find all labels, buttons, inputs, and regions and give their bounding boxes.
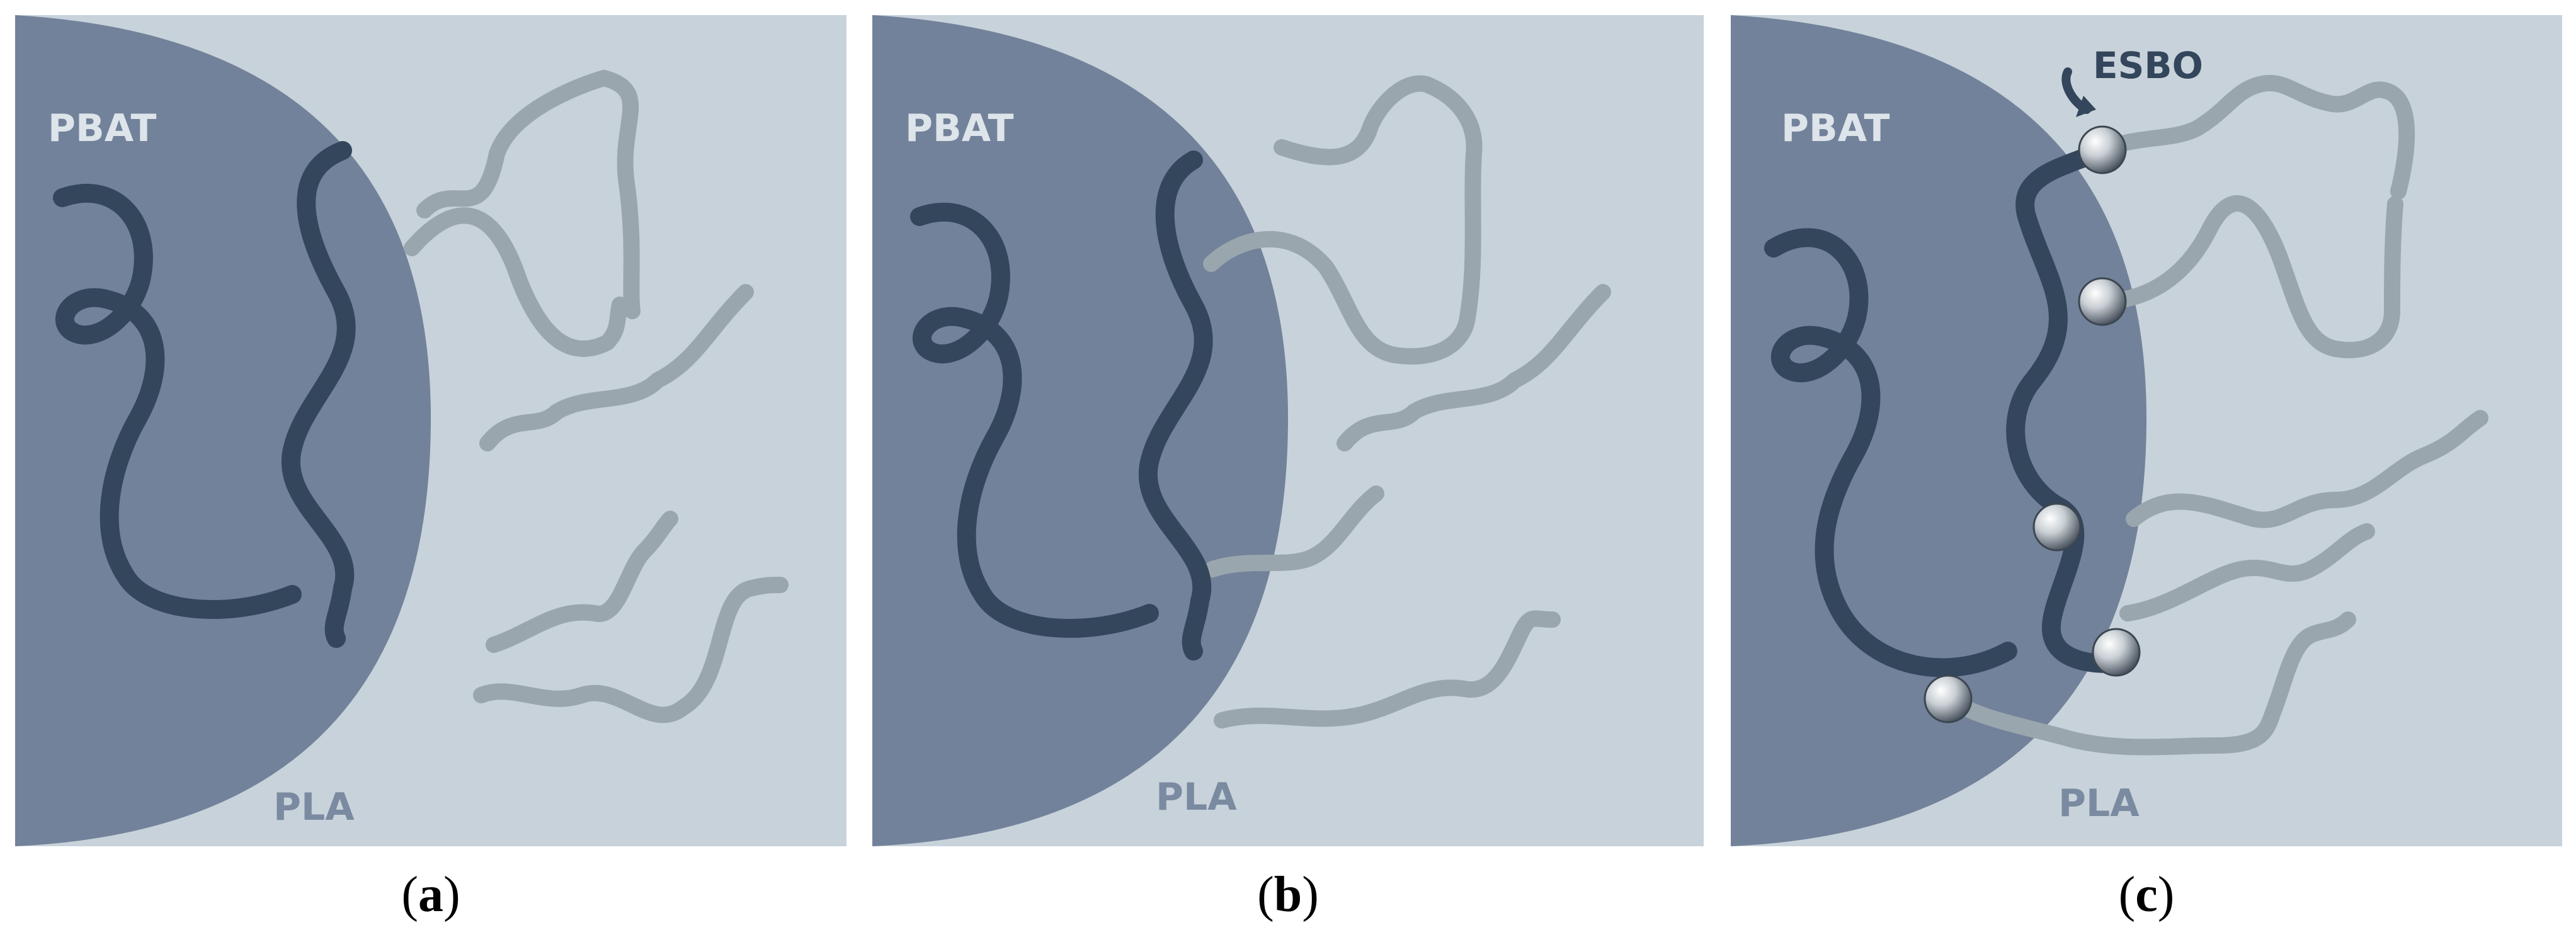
- pbat-label: PBAT: [48, 106, 156, 150]
- esbo-label: ESBO: [2093, 44, 2203, 87]
- pbat-label: PBAT: [1781, 106, 1889, 150]
- caption-open: (: [2118, 867, 2136, 922]
- esbo-molecule: [1923, 674, 1973, 723]
- pla-label: PLA: [2058, 781, 2140, 825]
- caption-close: ): [443, 867, 460, 922]
- caption-a: (a): [15, 866, 846, 924]
- caption-letter: b: [1274, 867, 1302, 922]
- caption-close: ): [2157, 867, 2175, 922]
- pla-chains: [1940, 75, 2488, 756]
- esbo-molecule: [2078, 277, 2127, 326]
- esbo-molecules: [1923, 125, 2141, 723]
- esbo-arrow: [2061, 67, 2096, 117]
- pla-chains: [404, 69, 789, 723]
- caption-letter: c: [2135, 867, 2158, 922]
- pbat-chains: [53, 141, 356, 648]
- pla-label: PLA: [1156, 775, 1237, 819]
- caption-c: (c): [1731, 866, 2562, 924]
- pla-chains: [1203, 75, 1611, 729]
- caption-letter: a: [418, 867, 443, 922]
- panel-a: PBAT PLA: [15, 15, 846, 846]
- pbat-chains: [1764, 140, 2118, 678]
- panel-b-diagram: PBAT PLA: [872, 15, 1704, 846]
- esbo-molecule: [2078, 125, 2127, 174]
- caption-close: ): [1302, 867, 1319, 922]
- caption-open: (: [401, 867, 418, 922]
- pbat-chains: [910, 150, 1213, 661]
- pla-label: PLA: [273, 785, 355, 829]
- panel-b: PBAT PLA: [872, 15, 1704, 846]
- esbo-molecule: [2032, 502, 2082, 552]
- esbo-molecule: [2092, 628, 2141, 677]
- pbat-phase: [1731, 15, 2147, 846]
- caption-open: (: [1257, 867, 1274, 922]
- panel-c: PBAT ESBO PLA: [1731, 15, 2562, 846]
- pbat-label: PBAT: [905, 106, 1013, 150]
- panel-a-diagram: PBAT PLA: [15, 15, 846, 846]
- panel-c-diagram: PBAT ESBO PLA: [1731, 15, 2562, 846]
- caption-b: (b): [872, 866, 1704, 924]
